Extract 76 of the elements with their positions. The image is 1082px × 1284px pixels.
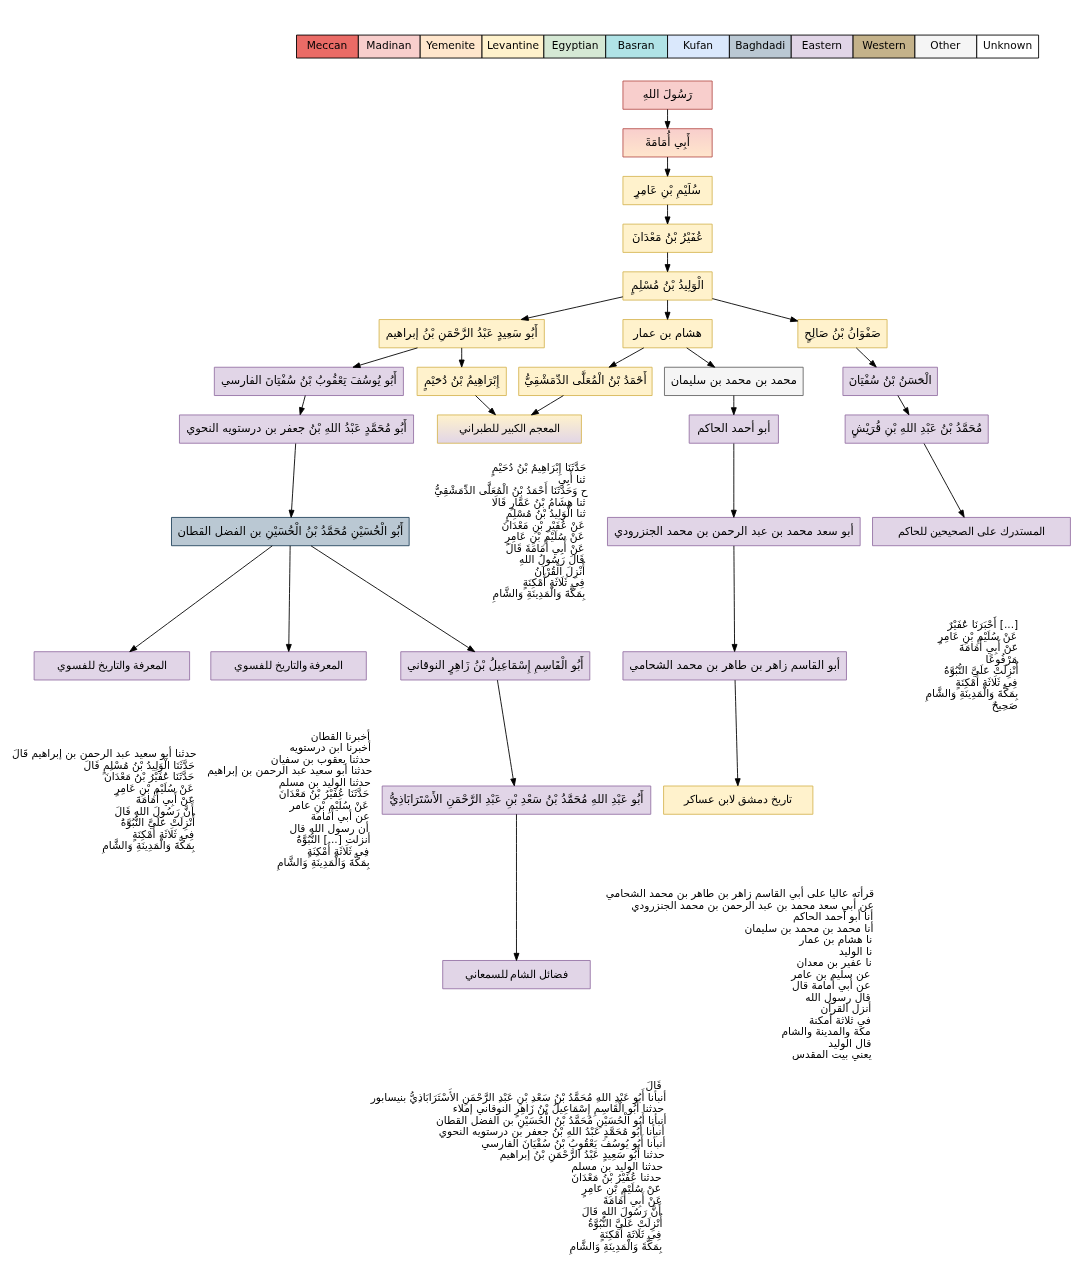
legend-label: Other (930, 39, 961, 52)
arrow (711, 298, 799, 323)
arrow (530, 395, 564, 416)
arrow (458, 347, 465, 368)
node-box: أَبِي أُمَامَةَ (622, 128, 713, 158)
node-label: قرأته عاليا على أبي القاسم زاهر بن طاهر بن محمد الشحامي (605, 887, 875, 900)
arrow (731, 545, 738, 652)
arrow (608, 347, 645, 368)
legend-label: Western (862, 39, 906, 52)
arrow (285, 545, 292, 652)
node-label: عن سليم بن عامر (791, 967, 871, 980)
arrow (310, 545, 476, 653)
arrow (897, 395, 910, 416)
legend-label: Kufan (683, 39, 714, 52)
node-box: رَسُولَ اللهِ (622, 80, 713, 110)
arrow (288, 443, 297, 518)
arrow (664, 204, 671, 225)
arrow (664, 299, 671, 320)
node-box: أَبُو الْقَاسِمِ إِسْمَاعِيلُ بْنُ زَاهِرٍ النوقاني (400, 651, 591, 681)
node-label: أَخْبَرَنَا عُفَيْرٌ [...] (947, 618, 1019, 631)
arrow (475, 395, 496, 416)
legend-label: Unknown (982, 39, 1033, 52)
node-box: أَبُو مُحَمَّدٍ عَبْدُ اللهِ بْنُ جعفر بن درستويه النحوي (179, 414, 414, 444)
arrow (730, 395, 737, 416)
arrow (513, 813, 520, 961)
node-box: أَبُو يُوسُفَ يَعْقُوبُ بْنُ سُفْيَانَ الفارسي (213, 366, 404, 396)
node-box: المعرفة والتاريخ للفسوي (33, 651, 191, 681)
arrow (730, 443, 737, 518)
legend-label: Madinan (366, 39, 412, 52)
node-label: قال الوليد (828, 1036, 872, 1049)
node-box: أبو القاسم زاهر بن طاهر بن محمد الشحامي (622, 651, 847, 681)
arrow (299, 395, 306, 416)
node-box: المعرفة والتاريخ للفسوي (210, 651, 367, 681)
arrow (734, 679, 741, 787)
legend-label: Baghdadi (735, 39, 786, 52)
legend-label: Yemenite (426, 39, 476, 52)
node-box: صَفْوَانُ بْنُ صَالِحٍ (797, 319, 888, 349)
node-label: أخبرنا ابن درستويه (289, 741, 371, 754)
arrow (664, 252, 671, 273)
node-label: أخبرنا القطان (310, 729, 370, 742)
node-box: أَبُو الْحُسَيْنِ مُحَمَّدُ بْنُ الْحُسَيْنِ بن الفضل القطان (171, 517, 410, 547)
node-box: أَحْمَدُ بْنُ الْمُعَلَّى الدِّمَشْقِيُّ (518, 366, 653, 396)
node-box: عُفَيْرُ بْنُ مَعْدَانَ (622, 223, 713, 253)
node-box: أبو أحمد الحاكم (688, 414, 779, 444)
arrow (664, 156, 671, 177)
arrow (497, 679, 517, 787)
arrow (664, 108, 671, 129)
node-box: سُلَيْمِ بْنِ عَامِرٍ (622, 176, 713, 206)
node-box: مُحَمَّدُ بْنُ عَبْدِ اللهِ بْنِ قُرَيْشٍ (844, 414, 989, 444)
node-label: قَالَ (645, 1079, 662, 1092)
legend-label: Levantine (486, 39, 539, 52)
arrow (855, 347, 877, 368)
node-box: إِبْرَاهِيمُ بْنُ دُحَيْمٍ (416, 366, 507, 396)
node-box: الْوَلِيدُ بْنُ مُسْلِمٍ (622, 271, 713, 301)
node-box: الْحَسَنُ بْنُ سُفْيَانَ (842, 366, 938, 396)
node-box: أبو سعد محمد بن عبد الرحمن بن محمد الجنزرودي (607, 517, 861, 547)
arrow (520, 296, 624, 321)
node-box: محمد بن محمد بن سليمان (664, 366, 804, 396)
node-box: فضائل الشام للسمعاني (442, 960, 591, 990)
node-box: المستدرك على الصحيحين للحاكم (872, 517, 1071, 547)
legend-label: Egyptian (551, 39, 599, 52)
node-box: أَبُو سَعِيدٍ عَبْدُ الرَّحْمَنِ بْنُ إبراهيم (378, 319, 545, 349)
legend-label: Basran (617, 39, 655, 52)
arrow (686, 347, 716, 368)
node-label: نا الوليد (838, 944, 873, 957)
arrow (129, 545, 273, 653)
arrow (352, 347, 418, 368)
arrow (923, 443, 965, 518)
node-label: مكة والمدينة والشام (781, 1025, 871, 1038)
node-box: أَبُو عَبْدِ اللهِ مُحَمَّدُ بْنُ سَعْدِ بْنِ عَبْدِ الرَّحْمَنِ الأَسْتَرَابَاذِيُّ (381, 785, 652, 815)
node-box: تاريخ دمشق لابن عساكر (663, 785, 814, 815)
node-label: حدثنا أبو سعيد عبد الرحمن بن إبراهيم قَالَ (12, 747, 197, 760)
node-box: هشام بن عمار (622, 319, 713, 349)
legend-label: Eastern (801, 39, 843, 52)
node-box: المعجم الكبير للطبراني (437, 414, 582, 444)
legend-label: Meccan (306, 39, 348, 52)
